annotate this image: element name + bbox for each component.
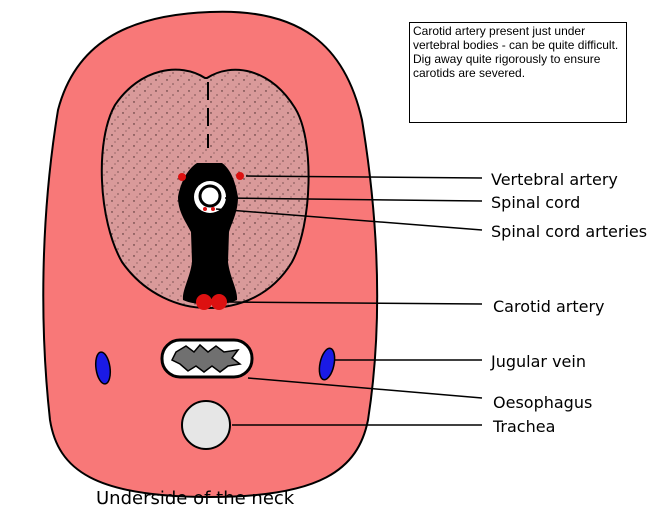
spinal-cord-artery-left [203,207,207,211]
leader-spinal-cord-arteries [215,208,483,231]
spinal-cord-artery-right [211,207,215,211]
oesophagus [160,338,254,379]
annotation-note: Carotid artery present just under verteb… [409,22,627,123]
label-spinal-cord: Spinal cord [491,193,581,212]
label-carotid-artery: Carotid artery [493,297,605,316]
jugular-vein-right [318,347,336,381]
spinal-cord [198,184,222,208]
label-spinal-cord-arteries: Spinal cord arteries [491,222,648,241]
jugular-vein-left [94,351,112,385]
trachea [181,400,231,450]
label-oesophagus: Oesophagus [493,393,593,412]
leader-oesophagus [247,377,483,399]
leader-lines [215,175,483,426]
carotid-artery-left [196,294,212,310]
carotid-artery-right [211,294,227,310]
label-jugular-vein: Jugular vein [491,352,586,371]
oesophagus-lumen [170,343,242,373]
leader-carotid-artery [227,301,483,305]
vertebral-artery-right [236,172,244,180]
label-trachea: Trachea [493,417,556,436]
vertebral-artery-left [178,173,186,181]
label-vertebral-artery: Vertebral artery [491,170,618,189]
leader-spinal-cord [224,197,483,202]
leader-vertebral-artery [245,175,483,179]
diagram-caption: Underside of the neck [96,488,295,509]
